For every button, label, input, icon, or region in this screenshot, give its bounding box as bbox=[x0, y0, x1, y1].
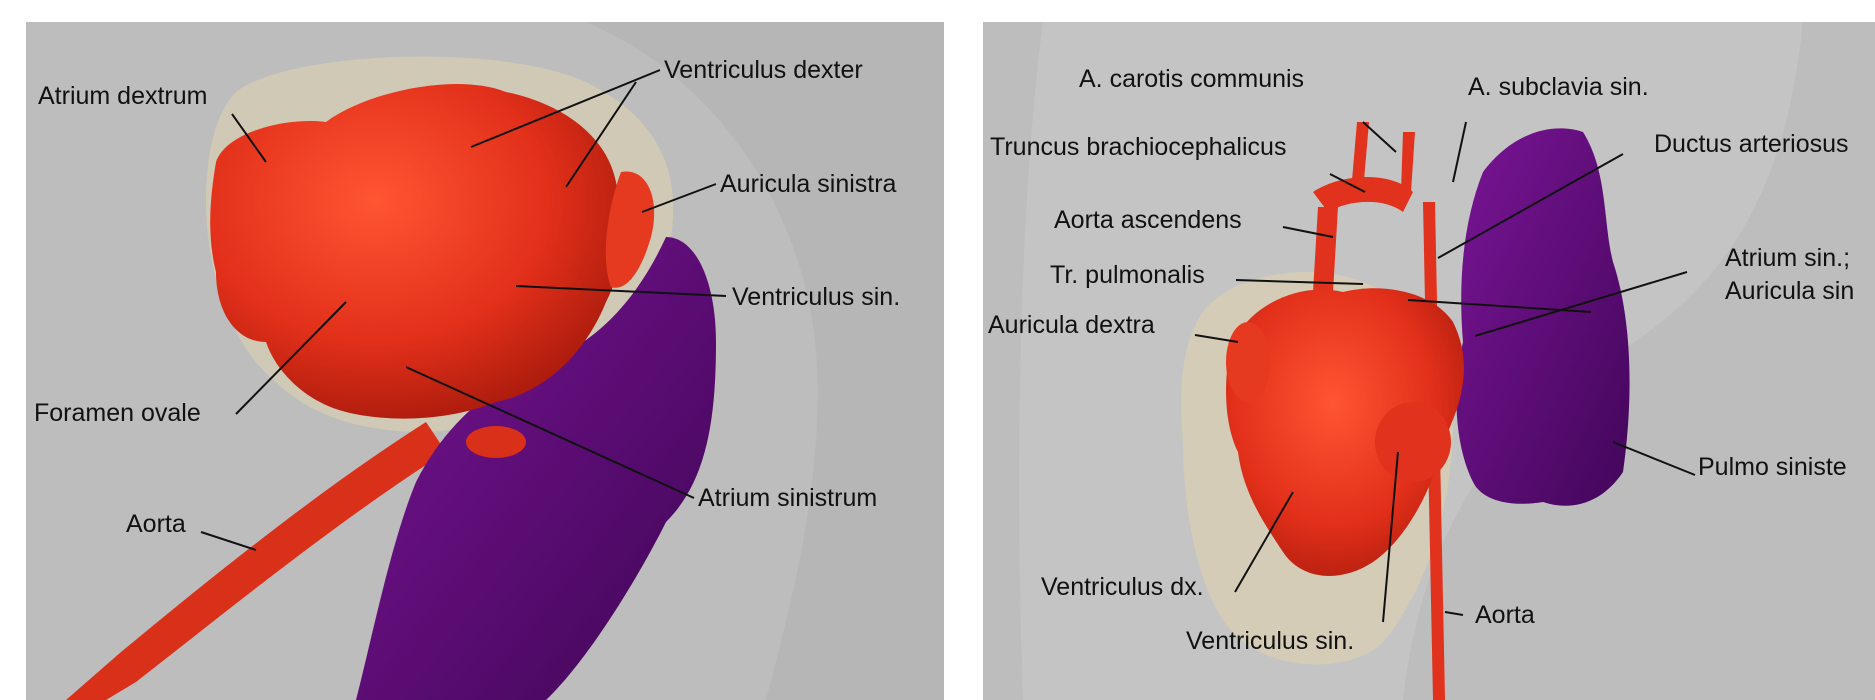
left-panel: Atrium dextrum Ventriculus dexter Auricu… bbox=[26, 22, 944, 700]
label-atrium-sinistrum: Atrium sinistrum bbox=[698, 484, 877, 512]
label-auricula-sinistra: Auricula sinistra bbox=[720, 170, 897, 198]
label-ventriculus-sin: Ventriculus sin. bbox=[732, 283, 900, 311]
label-ventriculus-sin-right: Ventriculus sin. bbox=[1186, 627, 1354, 655]
auricula-dextra-shape bbox=[1226, 322, 1270, 402]
label-foramen-ovale: Foramen ovale bbox=[34, 399, 201, 427]
label-ductus-arteriosus: Ductus arteriosus bbox=[1654, 130, 1849, 158]
label-auricula-sin: Auricula sin bbox=[1725, 277, 1854, 305]
label-aorta-ascendens: Aorta ascendens bbox=[1054, 206, 1242, 234]
label-tr-pulmonalis: Tr. pulmonalis bbox=[1050, 261, 1205, 289]
label-ventriculus-dx: Ventriculus dx. bbox=[1041, 573, 1204, 601]
label-a-carotis-communis: A. carotis communis bbox=[1079, 65, 1304, 93]
label-aorta-right: Aorta bbox=[1475, 601, 1535, 629]
label-a-subclavia-sin: A. subclavia sin. bbox=[1468, 73, 1649, 101]
left-heart-illustration: Atrium dextrum Ventriculus dexter Auricu… bbox=[26, 22, 944, 700]
vessel-shape bbox=[466, 426, 526, 458]
label-pulmo-sinister: Pulmo siniste bbox=[1698, 453, 1847, 481]
label-ventriculus-dexter: Ventriculus dexter bbox=[664, 56, 863, 84]
label-atrium-dextrum: Atrium dextrum bbox=[38, 82, 207, 110]
label-auricula-dextra: Auricula dextra bbox=[988, 311, 1155, 339]
label-aorta: Aorta bbox=[126, 510, 186, 538]
right-panel: A. carotis communis A. subclavia sin. Tr… bbox=[983, 22, 1875, 700]
label-atrium-sin: Atrium sin.; bbox=[1725, 244, 1850, 272]
right-heart-illustration: A. carotis communis A. subclavia sin. Tr… bbox=[983, 22, 1875, 700]
label-truncus-brachiocephalicus: Truncus brachiocephalicus bbox=[990, 133, 1286, 161]
ventriculus-sin-shape bbox=[1375, 402, 1451, 482]
